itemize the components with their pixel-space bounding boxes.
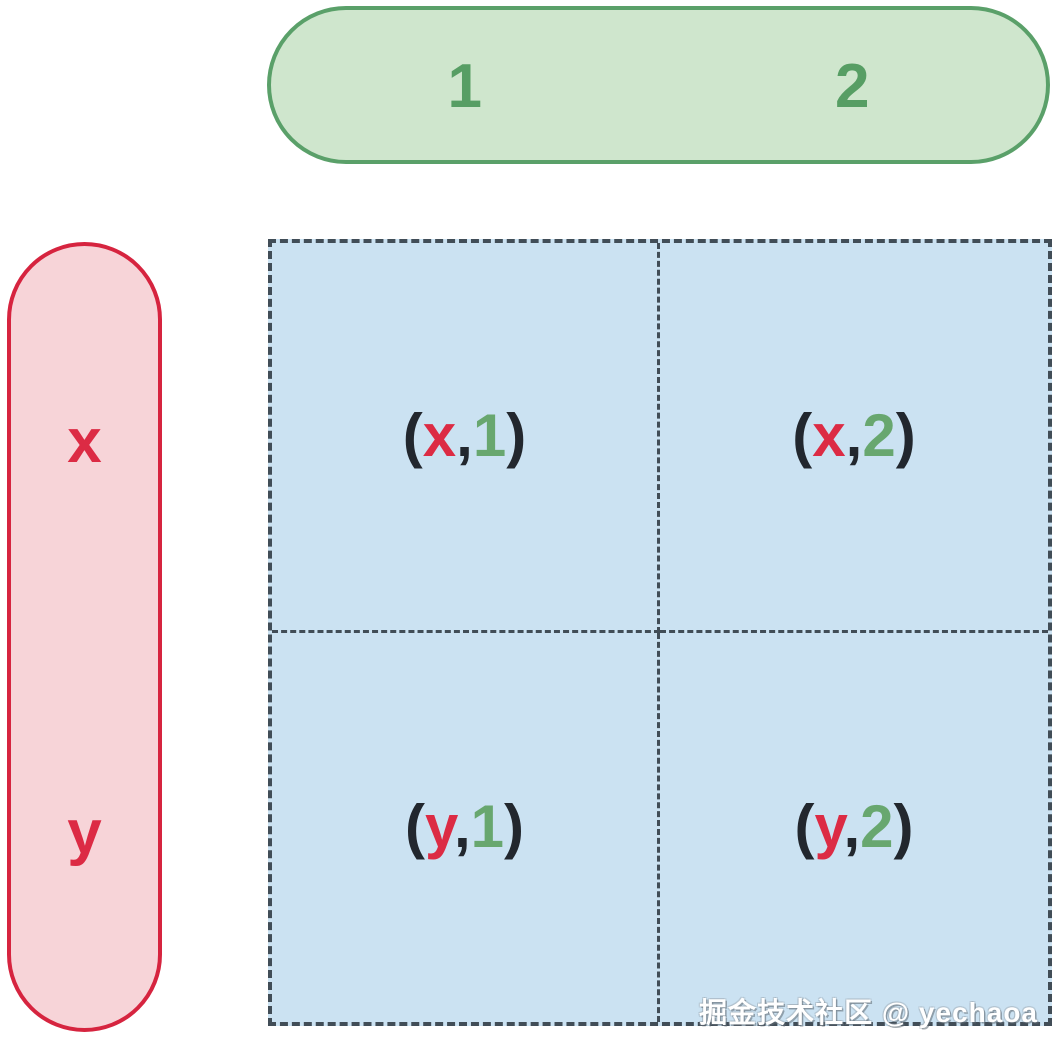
tuple-comma: , bbox=[843, 793, 861, 861]
column-label-2: 2 bbox=[835, 52, 870, 121]
row-set-pill: x y bbox=[7, 242, 162, 1032]
tuple-row-value: x bbox=[422, 402, 457, 470]
tuple-open-paren: ( bbox=[792, 402, 813, 470]
tuple-close-paren: ) bbox=[893, 793, 914, 861]
tuple-x2: (x,2) bbox=[792, 406, 915, 466]
tuple-open-paren: ( bbox=[402, 402, 423, 470]
tuple-close-paren: ) bbox=[895, 402, 916, 470]
row-label-y: y bbox=[67, 797, 102, 867]
tuple-row-value: y bbox=[814, 793, 844, 861]
tuple-open-paren: ( bbox=[405, 793, 426, 861]
tuple-y2: (y,2) bbox=[795, 797, 914, 857]
tuple-close-paren: ) bbox=[506, 402, 527, 470]
tuple-row-value: x bbox=[812, 402, 846, 470]
column-label-1: 1 bbox=[447, 52, 482, 121]
tuple-col-value: 2 bbox=[862, 402, 896, 470]
product-grid: (x,1) (x,2) (y,1) (y,2) bbox=[268, 239, 1052, 1026]
tuple-col-value: 1 bbox=[470, 793, 504, 861]
tuple-x1: (x,1) bbox=[403, 406, 526, 466]
tuple-comma: , bbox=[453, 793, 471, 861]
tuple-comma: , bbox=[456, 402, 473, 470]
tuple-close-paren: ) bbox=[503, 793, 524, 861]
watermark: 掘金技术社区 @ yechaoa bbox=[699, 997, 1038, 1028]
tuple-col-value: 1 bbox=[472, 402, 507, 470]
tuple-row-value: y bbox=[425, 793, 454, 861]
grid-cell-x1: (x,1) bbox=[272, 243, 660, 633]
grid-cell-x2: (x,2) bbox=[660, 243, 1048, 633]
row-label-x: x bbox=[67, 406, 102, 476]
tuple-comma: , bbox=[845, 402, 863, 470]
column-set-pill: 1 2 bbox=[267, 6, 1050, 164]
tuple-y1: (y,1) bbox=[405, 797, 524, 857]
tuple-col-value: 2 bbox=[860, 793, 894, 861]
grid-cell-y2: (y,2) bbox=[660, 633, 1048, 1023]
grid-cell-y1: (y,1) bbox=[272, 632, 660, 1022]
tuple-open-paren: ( bbox=[794, 793, 815, 861]
